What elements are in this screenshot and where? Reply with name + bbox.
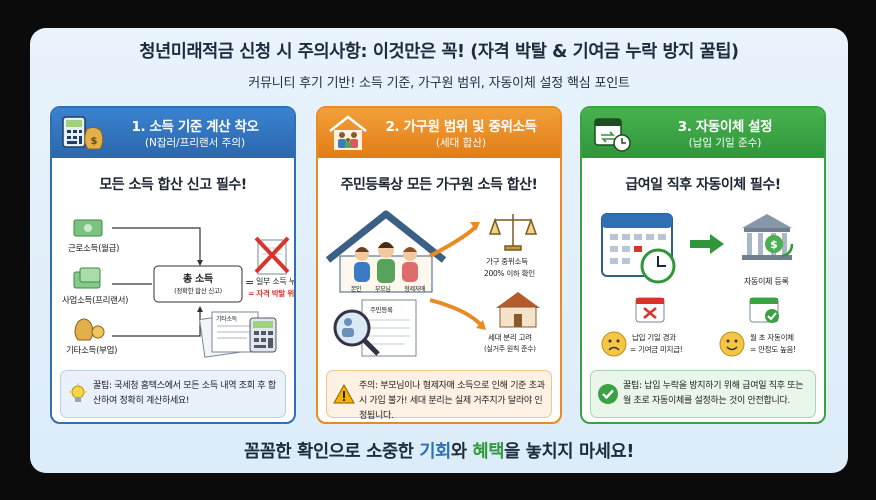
card-income: $ 1. 소득 기준 계산 착오 (N잡러/프리랜서 주의) 모든 소득 합산 … xyxy=(50,106,296,424)
early-autopay-line2: = 안정도 높음! xyxy=(750,345,796,354)
early-autopay-line1: 월 초 자동이체 xyxy=(750,333,794,342)
sad-face-icon xyxy=(601,331,627,357)
card-income-header: $ 1. 소득 기준 계산 착오 (N잡러/프리랜서 주의) xyxy=(52,108,294,158)
card-autopay-tip: 꿀팁: 납입 누락을 방지하기 위해 급여일 직후 또는 월 초로 자동이체를 … xyxy=(590,370,816,418)
poster-title: 청년미래적금 신청 시 주의사항: 이것만은 꼭! (자격 박탈 & 기여금 누… xyxy=(139,42,739,62)
family-label-siblings: 형제자매 xyxy=(404,286,426,293)
footer-highlight-benefit: 혜택 xyxy=(472,442,505,462)
check-circle-icon xyxy=(598,384,618,404)
missing-document-icon xyxy=(254,236,290,275)
total-income-sublabel: (정확한 합산 신고) xyxy=(174,287,222,295)
income-warning-line2: = 자격 박탈 위험! xyxy=(248,289,294,298)
income-item-label: 근로소득(월급) xyxy=(68,244,120,254)
income-item-label: 기타소득(부업) xyxy=(66,346,118,356)
family-labels: 본인 부모님 형제자매 xyxy=(344,284,432,293)
total-income-label: 총 소득 xyxy=(183,274,213,285)
calculator-money-icon: $ xyxy=(62,116,104,150)
autopay-register-label: 자동이체 등록 xyxy=(744,277,789,286)
card-autopay-subheading: (납입 기일 준수) xyxy=(688,137,762,149)
median-income-line2: 200% 이하 확인 xyxy=(484,269,535,278)
footer-message: 꼼꼼한 확인으로 소중한 기회와 혜택을 놓치지 마세요! xyxy=(30,438,848,463)
card-autopay: 3. 자동이체 설정 (납입 기일 준수) 급여일 직후 자동이체 필수! $ xyxy=(580,106,826,424)
poster-subtitle: 커뮤니티 후기 기반! 소득 기준, 가구원 범위, 자동이체 설정 핵심 포인… xyxy=(248,76,630,91)
warning-icon xyxy=(333,383,355,404)
late-payment-line1: 납입 기일 경과 xyxy=(632,333,676,342)
household-split-line1: 세대 분리 고려 xyxy=(488,333,532,342)
card-income-headline: 모든 소득 합산 신고 필수! xyxy=(99,177,247,193)
small-house-icon xyxy=(496,292,540,328)
household-diagram xyxy=(325,210,540,357)
card-household-tip: 주의: 부모님이나 형제자매 소득으로 인해 기준 초과 시 가입 불가! 세대… xyxy=(326,370,552,421)
card-household-heading: 2. 가구원 범위 및 중위소득 xyxy=(385,119,537,135)
calculator-icon xyxy=(249,317,277,353)
scale-icon xyxy=(488,214,538,251)
infographic-poster: 청년미래적금 신청 시 주의사항: 이것만은 꼭! (자격 박탈 & 기여금 누… xyxy=(30,28,848,473)
autopay-diagram: $ xyxy=(601,213,794,357)
card-income-subheading: (N잡러/프리랜서 주의) xyxy=(144,137,246,149)
house-family-icon xyxy=(329,115,367,150)
card-income-heading: 1. 소득 기준 계산 착오 xyxy=(131,119,259,135)
card-household: 2. 가구원 범위 및 중위소득 (세대 합산) 주민등록상 모든 가구원 소득… xyxy=(316,106,562,424)
card-autopay-illustration: $ 자동이체 등록 납입 기일 경과 = 기여금 미지급! 월 초 자동이체 =… xyxy=(582,200,824,360)
lightbulb-icon xyxy=(69,383,87,402)
svg-text:$: $ xyxy=(770,238,778,251)
magnifier-icon xyxy=(333,309,380,356)
family-label-self: 본인 xyxy=(350,286,362,293)
card-income-tip: 꿀팁: 국세청 홈텍스에서 모든 소득 내역 조회 후 합산하여 정확히 계산하… xyxy=(60,370,286,418)
card-autopay-tip-text: 꿀팁: 납입 누락을 방지하기 위해 급여일 직후 또는 월 초로 자동이체를 … xyxy=(623,381,804,406)
footer-text-pre: 꼼꼼한 확인으로 소중한 xyxy=(243,442,420,462)
footer-text-mid: 와 xyxy=(450,442,473,462)
income-item-label: 사업소득(프리랜서) xyxy=(62,296,129,306)
card-autopay-heading: 3. 자동이체 설정 xyxy=(677,119,773,135)
median-income-line1: 가구 중위소득 xyxy=(486,257,528,266)
happy-face-icon xyxy=(719,331,745,357)
footer-highlight-opportunity: 기회 xyxy=(419,442,451,462)
resident-document-label: 주민등록 xyxy=(370,306,393,314)
card-household-headline: 주민등록상 모든 가구원 소득 합산! xyxy=(340,177,538,193)
household-split-line2: (실거주 원칙 준수) xyxy=(484,345,536,353)
card-household-subheading: (세대 합산) xyxy=(435,137,487,149)
income-warning-line1: 일부 소득 누락 xyxy=(256,277,296,286)
card-income-tip-text: 꿀팁: 국세청 홈텍스에서 모든 소득 내역 조회 후 합산하여 정확히 계산하… xyxy=(93,381,276,406)
card-household-header: 2. 가구원 범위 및 중위소득 (세대 합산) xyxy=(318,108,560,158)
ok-calendar-icon xyxy=(749,297,779,323)
cash-icon xyxy=(73,267,101,289)
document-label: 기타소득 xyxy=(216,316,237,323)
card-household-tip-text: 주의: 부모님이나 형제자매 소득으로 인해 기준 초과 시 가입 불가! 세대… xyxy=(359,381,545,421)
income-flow-diagram xyxy=(73,219,290,358)
money-bag-icon xyxy=(74,318,105,341)
bank-icon: $ xyxy=(742,214,794,260)
card-autopay-headline: 급여일 직후 자동이체 필수! xyxy=(625,177,781,193)
card-household-illustration: 본인 부모님 형제자매 주민등록 가구 중위소득 200% 이하 확인 세대 분… xyxy=(318,200,560,360)
card-autopay-header: 3. 자동이체 설정 (납입 기일 준수) xyxy=(582,108,824,158)
late-calendar-icon xyxy=(635,297,665,323)
family-icon xyxy=(354,242,418,283)
footer-text-post: 을 놓치지 마세요! xyxy=(504,442,635,462)
svg-text:$: $ xyxy=(91,136,98,147)
cash-icon xyxy=(73,219,103,237)
calendar-transfer-icon xyxy=(594,118,631,152)
clock-icon xyxy=(640,248,676,284)
card-income-illustration: 근로소득(월급) 사업소득(프리랜서) 기타소득(부업) 총 소득 (정확한 합… xyxy=(52,200,294,360)
equals-sign: = xyxy=(245,276,254,289)
family-label-parents: 부모님 xyxy=(374,286,391,293)
late-payment-line2: = 기여금 미지급! xyxy=(630,345,683,354)
